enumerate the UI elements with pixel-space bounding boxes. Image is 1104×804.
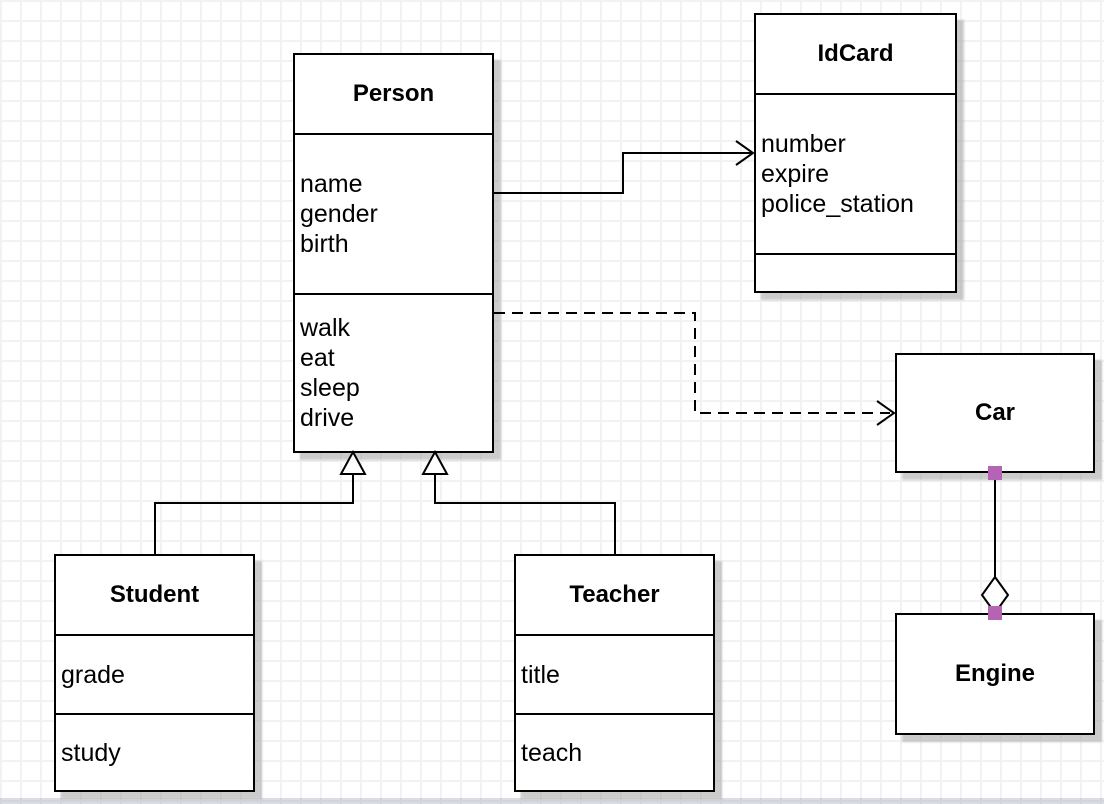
class-engine-title: Engine — [954, 660, 1035, 687]
generalization-triangle-icon — [421, 449, 449, 475]
class-idcard[interactable]: IdCard number expire police_station — [754, 13, 957, 293]
edge-student-person[interactable] — [154, 449, 367, 555]
class-engine[interactable]: Engine — [895, 613, 1095, 735]
edge-person-car[interactable] — [494, 312, 896, 426]
aggregation-diamond-icon — [980, 575, 1010, 615]
method-line: eat — [300, 344, 335, 372]
attribute-line: grade — [61, 660, 125, 689]
edge-car-engine[interactable] — [980, 466, 1010, 620]
class-person[interactable]: Person name gender birth walk eat sleep … — [293, 53, 494, 453]
attribute-line: number — [761, 130, 846, 158]
attribute-line: birth — [300, 230, 349, 258]
class-person-attributes: name gender birth — [295, 133, 492, 293]
open-arrowhead-icon — [735, 140, 755, 166]
method-line: walk — [300, 314, 351, 342]
class-idcard-methods — [756, 253, 955, 291]
class-idcard-title: IdCard — [817, 40, 894, 67]
class-student-title: Student — [109, 581, 200, 608]
attribute-line: police_station — [761, 190, 914, 218]
method-line: drive — [300, 404, 355, 432]
attribute-line: expire — [761, 160, 830, 188]
open-arrowhead-icon — [876, 400, 896, 426]
class-car-title: Car — [974, 399, 1016, 426]
edge-teacher-person[interactable] — [421, 449, 616, 555]
class-idcard-attributes: number expire police_station — [756, 93, 955, 253]
class-teacher-attributes: title — [516, 634, 713, 713]
class-student-attributes: grade — [56, 634, 253, 713]
attribute-line: name — [300, 170, 363, 198]
edge-person-idcard[interactable] — [494, 140, 755, 194]
method-line: sleep — [300, 374, 360, 402]
method-line: study — [61, 738, 121, 767]
method-line: teach — [521, 738, 583, 767]
class-person-methods: walk eat sleep drive — [295, 293, 492, 451]
generalization-triangle-icon — [339, 449, 367, 475]
canvas-bottom-edge — [0, 798, 1104, 804]
attribute-line: gender — [300, 200, 378, 228]
class-student[interactable]: Student grade study — [54, 554, 255, 792]
class-teacher-methods: teach — [516, 713, 713, 790]
attribute-line: title — [521, 660, 560, 689]
class-student-methods: study — [56, 713, 253, 790]
class-person-title: Person — [352, 80, 435, 107]
class-teacher-title: Teacher — [569, 581, 660, 608]
class-car[interactable]: Car — [895, 353, 1095, 473]
class-teacher[interactable]: Teacher title teach — [514, 554, 715, 792]
